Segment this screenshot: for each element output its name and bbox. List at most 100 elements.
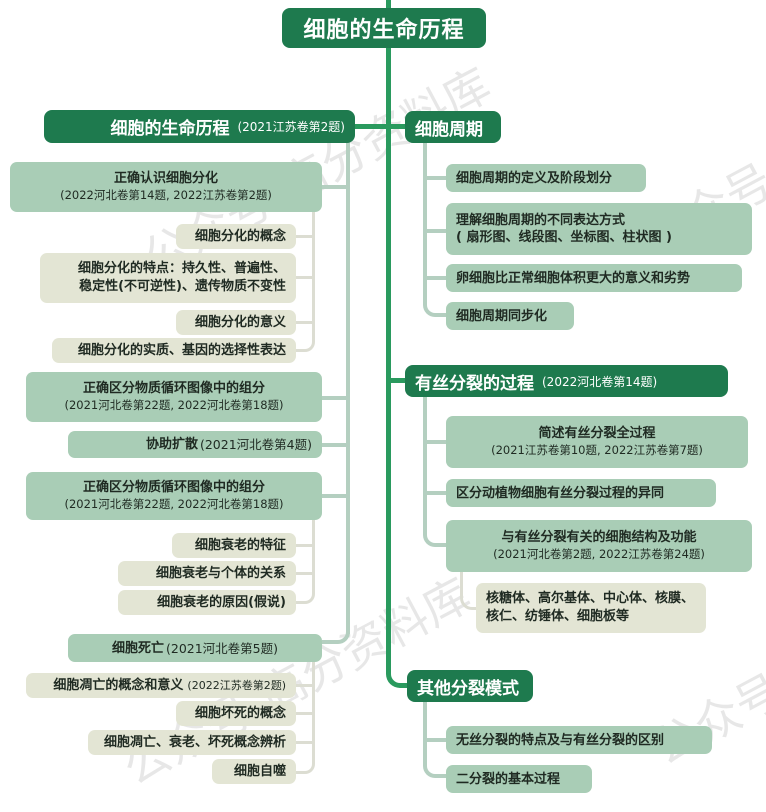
topic-title: 细胞周期	[415, 119, 483, 140]
leaf-text: 核糖体、高尔基体、中心体、核膜、	[486, 591, 695, 606]
main-trunk-line	[386, 48, 391, 672]
right-l2-trunk	[423, 396, 427, 532]
node-title: 无丝分裂的特点及与有丝分裂的区别	[456, 732, 665, 748]
node-ref: (2021江苏卷第10题, 2022江苏卷第7题)	[491, 443, 703, 457]
node-title: 细胞周期同步化	[456, 308, 548, 324]
node-ref: (2021河北卷第2题, 2022江苏卷第24题)	[493, 547, 705, 561]
node-ref: (2021河北卷第5题)	[165, 640, 279, 656]
node-material-cycle-1[interactable]: 正确区分物质循环图像中的组分 (2021河北卷第22题, 2022河北卷第18题…	[26, 372, 322, 422]
node-binary-fission[interactable]: 二分裂的基本过程	[446, 765, 592, 793]
l3-link	[296, 235, 313, 238]
right-l2-curve	[423, 525, 447, 547]
topic-ref: (2021江苏卷第2题)	[237, 120, 345, 134]
node-title: 细胞周期的定义及阶段划分	[456, 170, 613, 186]
node-title: 正确区分物质循环图像中的组分	[82, 381, 265, 396]
link-cell-cycle	[388, 124, 408, 129]
leaf-death-comparison[interactable]: 细胞凋亡、衰老、坏死概念辨析	[88, 730, 296, 755]
node-title: ( 扇形图、线段图、坐标图、柱状图 )	[456, 230, 672, 245]
node-cycle-synchronization[interactable]: 细胞周期同步化	[446, 302, 574, 330]
l3-curve	[296, 330, 315, 352]
right-l2-trunk	[423, 702, 427, 762]
main-trunk-curve	[386, 660, 410, 688]
node-title: 与有丝分裂有关的细胞结构及功能	[501, 530, 697, 545]
left-l2-curve	[322, 620, 350, 644]
node-mitosis-structures[interactable]: 与有丝分裂有关的细胞结构及功能 (2021河北卷第2题, 2022江苏卷第24题…	[446, 520, 752, 572]
node-title: 区分动植物细胞有丝分裂过程的异同	[456, 485, 665, 501]
node-cell-differentiation[interactable]: 正确认识细胞分化 (2022河北卷第14题, 2022江苏卷第2题)	[10, 162, 322, 212]
right-l2-link	[425, 440, 447, 444]
leaf-text: 细胞分化的特点：持久性、普遍性、	[77, 261, 286, 276]
l3-link	[296, 712, 313, 715]
leaf-differentiation-features[interactable]: 细胞分化的特点：持久性、普遍性、 稳定性(不可逆性)、遗传物质不变性	[40, 253, 296, 303]
topic-title: 其他分裂模式	[417, 678, 519, 699]
node-title: 理解细胞周期的不同表达方式	[456, 213, 626, 228]
leaf-ref: (2022江苏卷第2题)	[187, 678, 286, 692]
left-l2-trunk	[346, 142, 350, 634]
node-material-cycle-2[interactable]: 正确区分物质循环图像中的组分 (2021河北卷第22题, 2022河北卷第18题…	[26, 472, 322, 520]
leaf-organelles-list[interactable]: 核糖体、高尔基体、中心体、核膜、 核仁、纺锤体、细胞板等	[476, 583, 706, 633]
node-title: 卵细胞比正常细胞体积更大的意义和劣势	[456, 270, 691, 286]
l3-curve	[296, 757, 315, 774]
node-egg-cell-volume[interactable]: 卵细胞比正常细胞体积更大的意义和劣势	[446, 264, 742, 292]
link-mitosis	[388, 378, 408, 383]
leaf-text: 细胞衰老与个体的关系	[155, 565, 286, 581]
topic-cell-life-history[interactable]: 细胞的生命历程 (2021江苏卷第2题)	[44, 110, 355, 143]
leaf-differentiation-significance[interactable]: 细胞分化的意义	[176, 310, 296, 335]
leaf-autophagy[interactable]: 细胞自噬	[212, 759, 296, 784]
right-l2-trunk	[423, 142, 427, 302]
topic-cell-cycle[interactable]: 细胞周期	[405, 111, 501, 143]
node-cell-death[interactable]: 细胞死亡 (2021河北卷第5题)	[68, 634, 322, 662]
left-l2-link	[322, 396, 348, 400]
leaf-necrosis-concept[interactable]: 细胞坏死的概念	[176, 701, 296, 726]
leaf-aging-individual[interactable]: 细胞衰老与个体的关系	[118, 561, 296, 586]
l3-trunk	[312, 212, 315, 340]
topic-mitosis-process[interactable]: 有丝分裂的过程 (2022河北卷第14题)	[405, 365, 728, 397]
node-ref: (2022河北卷第14题, 2022江苏卷第2题)	[60, 188, 272, 202]
node-amitosis[interactable]: 无丝分裂的特点及与有丝分裂的区别	[446, 726, 712, 754]
node-mitosis-overview[interactable]: 简述有丝分裂全过程 (2021江苏卷第10题, 2022江苏卷第7题)	[446, 416, 748, 468]
l3-trunk	[312, 520, 315, 590]
node-ref: (2021河北卷第22题, 2022河北卷第18题)	[64, 398, 284, 412]
leaf-aging-causes[interactable]: 细胞衰老的原因(假说)	[118, 590, 296, 615]
leaf-text: 细胞分化的意义	[194, 314, 286, 330]
leaf-apoptosis-concept[interactable]: 细胞凋亡的概念和意义 (2022江苏卷第2题)	[26, 673, 296, 698]
node-title: 二分裂的基本过程	[456, 771, 561, 787]
right-l2-link	[425, 229, 447, 233]
node-title: 正确区分物质循环图像中的组分	[82, 480, 265, 495]
leaf-text: 细胞坏死的概念	[194, 705, 286, 721]
l3-curve	[296, 585, 315, 604]
node-ref: (2021河北卷第22题, 2022河北卷第18题)	[64, 497, 284, 511]
right-l2-curve	[423, 295, 447, 317]
node-title: 简述有丝分裂全过程	[538, 426, 656, 441]
leaf-text: 稳定性(不可逆性)、遗传物质不变性	[79, 279, 286, 294]
leaf-text: 细胞凋亡、衰老、坏死概念辨析	[103, 734, 286, 750]
leaf-text: 细胞分化的概念	[194, 228, 286, 244]
node-facilitated-diffusion[interactable]: 协助扩散 (2021河北卷第4题)	[68, 431, 322, 458]
right-l2-link	[425, 491, 447, 495]
right-l2-curve	[423, 756, 447, 778]
topic-other-division-modes[interactable]: 其他分裂模式	[407, 670, 533, 702]
topic-ref: (2022河北卷第14题)	[542, 374, 658, 389]
topic-title: 有丝分裂的过程	[415, 373, 534, 394]
node-cycle-definition[interactable]: 细胞周期的定义及阶段划分	[446, 164, 646, 192]
main-trunk-line	[386, 0, 391, 8]
root-node[interactable]: 细胞的生命历程	[282, 8, 486, 48]
l3-link	[296, 572, 313, 575]
leaf-aging-features[interactable]: 细胞衰老的特征	[172, 533, 296, 558]
left-l2-link	[322, 443, 348, 447]
l3-link	[296, 741, 313, 744]
node-cycle-representations[interactable]: 理解细胞周期的不同表达方式 ( 扇形图、线段图、坐标图、柱状图 )	[446, 203, 752, 255]
node-plant-animal-mitosis[interactable]: 区分动植物细胞有丝分裂过程的异同	[446, 479, 716, 507]
leaf-text: 核仁、纺锤体、细胞板等	[486, 609, 630, 624]
l3-link	[296, 544, 313, 547]
right-l2-link	[425, 276, 447, 280]
l3-link	[296, 276, 313, 279]
leaf-differentiation-essence[interactable]: 细胞分化的实质、基因的选择性表达	[52, 338, 296, 363]
right-l3-curve	[460, 572, 482, 610]
node-title: 细胞死亡	[111, 640, 164, 656]
l3-trunk	[312, 662, 315, 762]
leaf-text: 细胞凋亡的概念和意义	[53, 677, 184, 693]
leaf-differentiation-concept[interactable]: 细胞分化的概念	[176, 224, 296, 249]
right-l2-link	[425, 738, 447, 742]
left-l2-link	[322, 185, 348, 189]
